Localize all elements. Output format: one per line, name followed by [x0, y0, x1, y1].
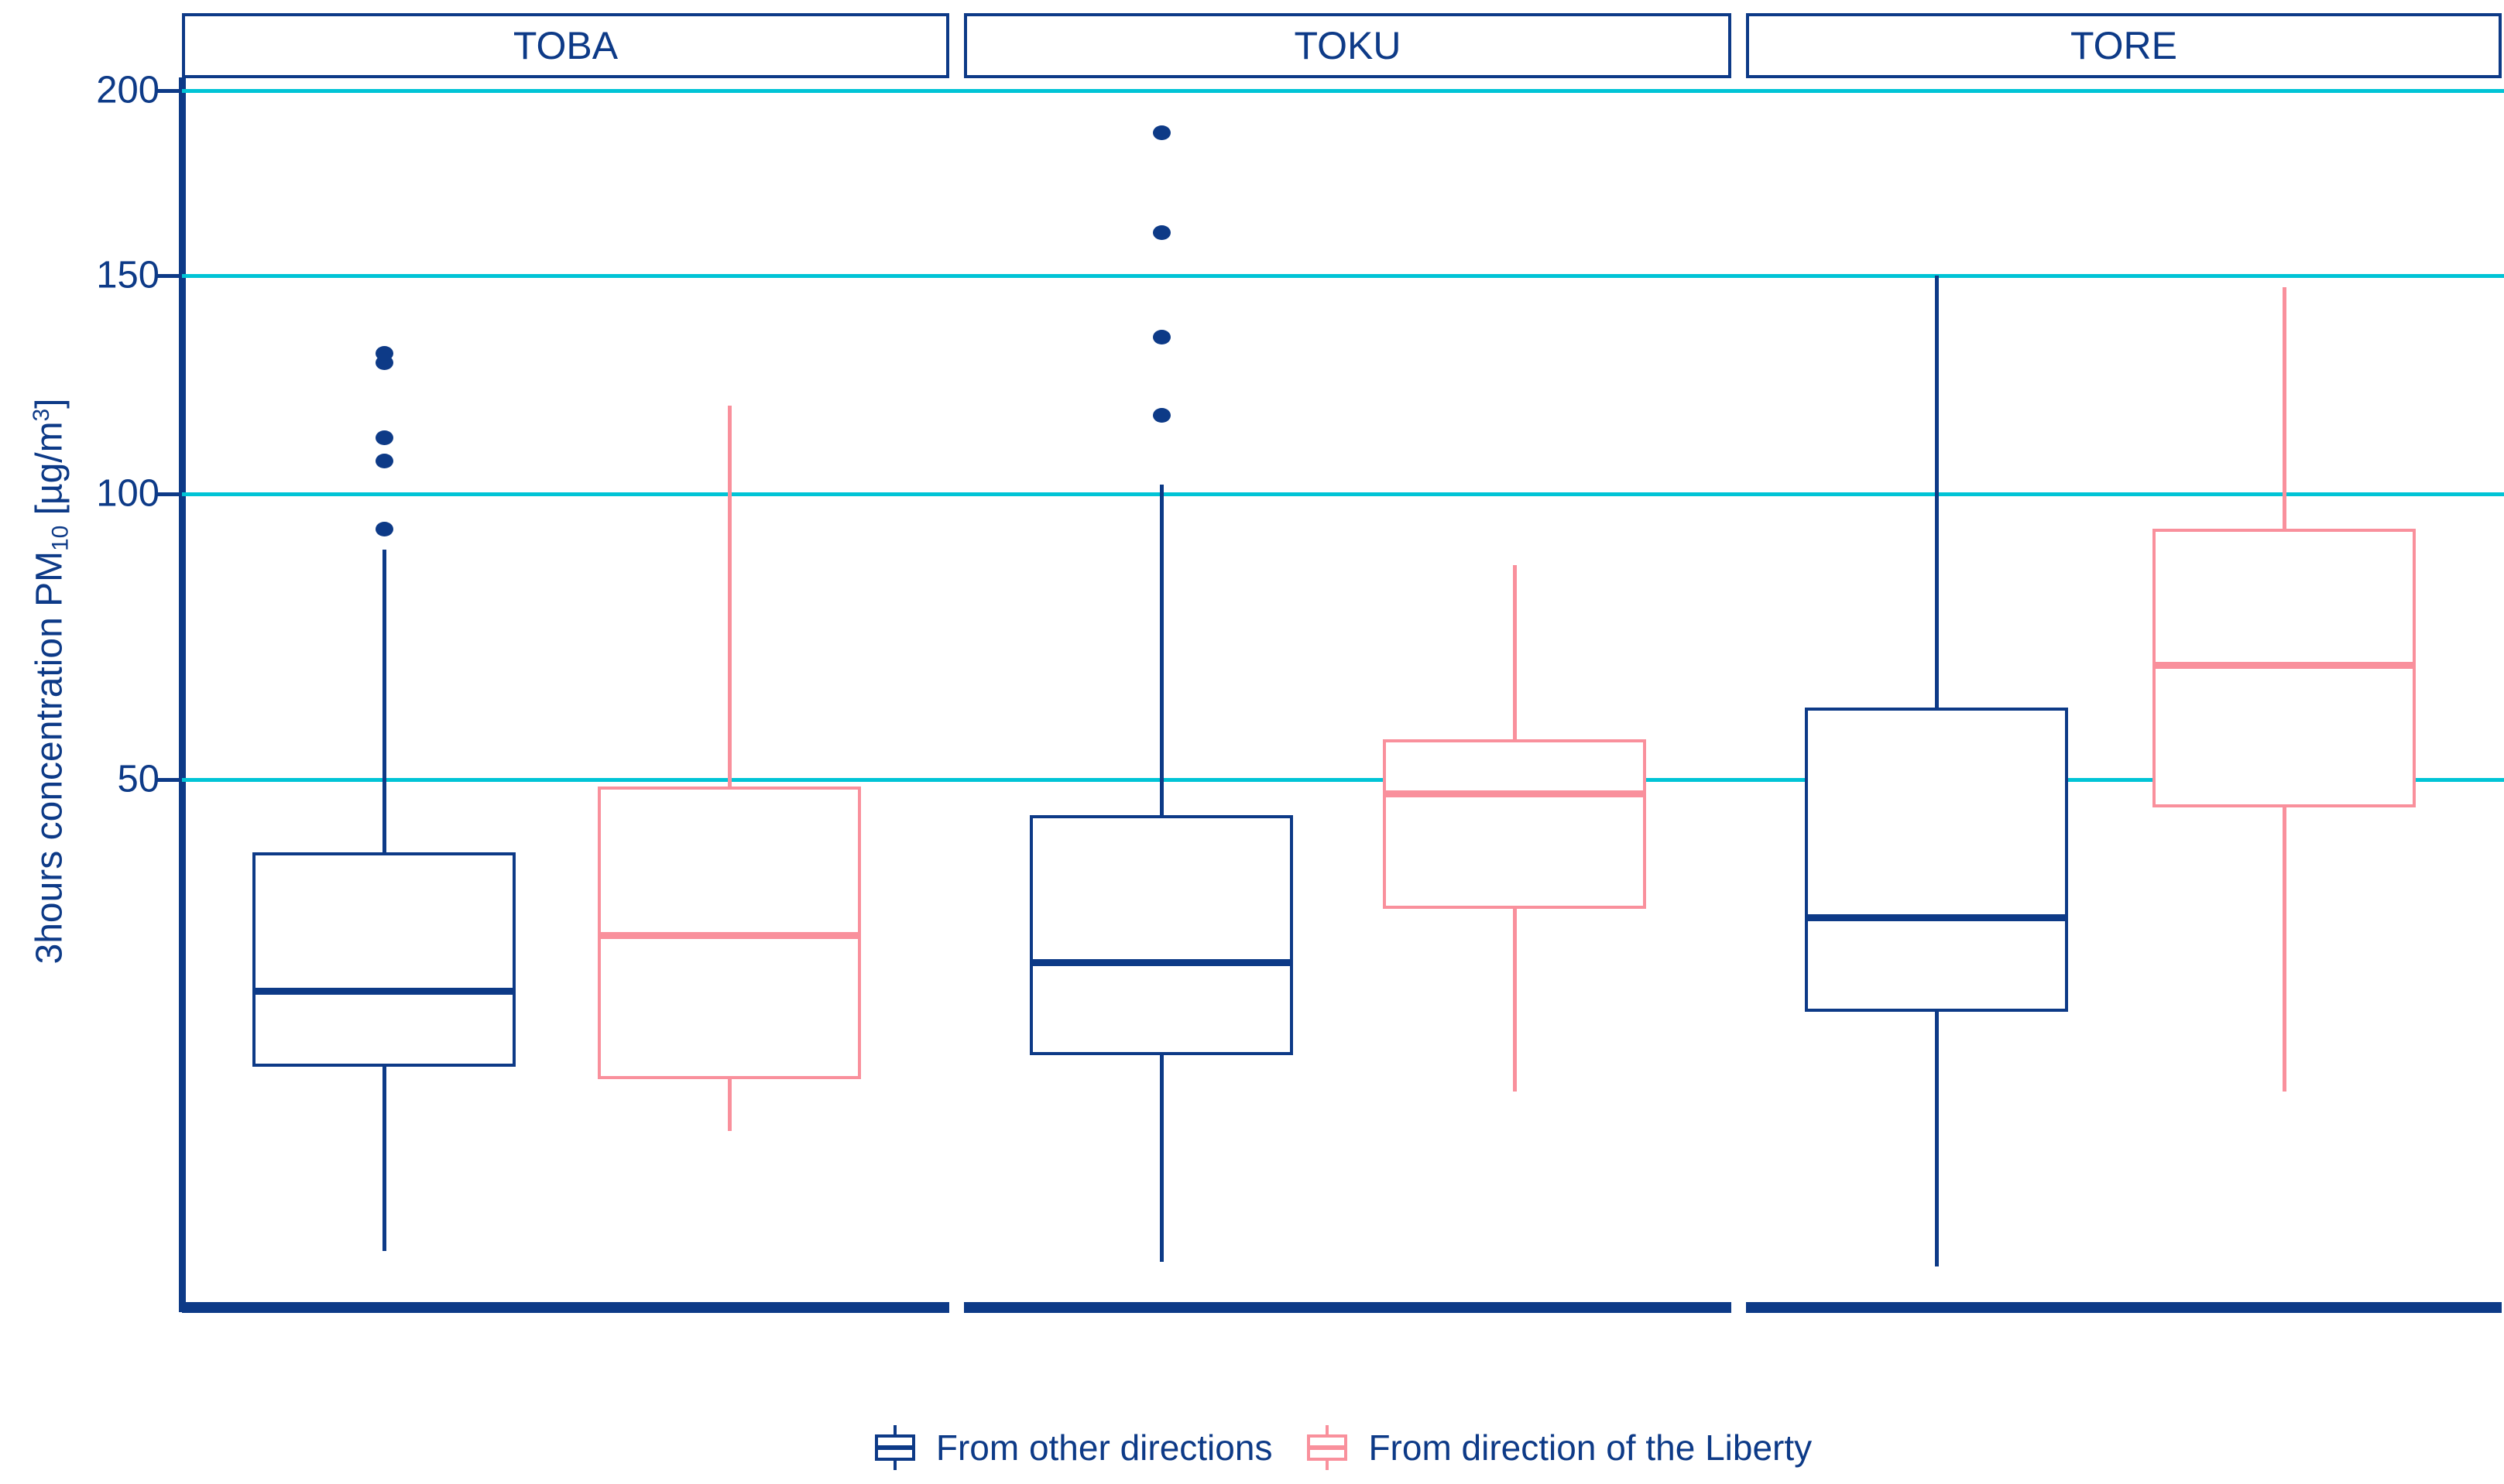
- panel-title: TOKU: [1294, 24, 1401, 67]
- key-whisker-bottom: [893, 1461, 897, 1470]
- panel-title: TOBA: [513, 24, 619, 67]
- y-tick-150: [156, 273, 179, 278]
- legend-item-direction-of-liberty: From direction of the Liberty: [1306, 1425, 1812, 1470]
- gridline-200: [182, 89, 2504, 94]
- whisker-lower-toku-from-other-directions: [1160, 1055, 1164, 1262]
- y-tick-label-100: 100: [96, 472, 160, 515]
- legend-label: From direction of the Liberty: [1368, 1427, 1813, 1468]
- x-axis-line: [964, 1302, 1731, 1313]
- outlier-dot-toku-from-other-directions: [1153, 125, 1171, 141]
- gridline-100: [182, 492, 2504, 497]
- outlier-dot-toba-from-other-directions: [376, 454, 393, 469]
- outlier-dot-toku-from-other-directions: [1153, 407, 1171, 423]
- median-toku-from-direction-of-the-liberty: [1383, 790, 1646, 798]
- panel-header-toba: TOBA: [182, 13, 949, 78]
- gridline-50: [182, 778, 2504, 783]
- gridline-150: [182, 273, 2504, 278]
- outlier-dot-toba-from-other-directions: [376, 522, 393, 537]
- whisker-lower-toba-from-direction-of-the-liberty: [728, 1078, 732, 1131]
- outlier-dot-toba-from-other-directions: [376, 346, 393, 362]
- whisker-upper-toba-from-other-directions: [382, 549, 386, 854]
- whisker-upper-toku-from-other-directions: [1160, 484, 1164, 817]
- y-axis-title-unit: [µg/m: [29, 421, 70, 526]
- key-whisker-top: [893, 1425, 897, 1434]
- outlier-dot-toku-from-other-directions: [1153, 329, 1171, 344]
- y-tick-label-150: 150: [96, 254, 160, 296]
- legend-label: From other directions: [935, 1427, 1273, 1468]
- box-toku-from-other-directions: [1030, 814, 1293, 1056]
- whisker-upper-tore-from-other-directions: [1935, 275, 1939, 709]
- whisker-upper-tore-from-direction-of-the-liberty: [2283, 287, 2286, 531]
- y-axis-title-subscript: 10: [47, 525, 74, 551]
- y-axis-title-text: 3hours concentration PM: [29, 550, 70, 965]
- y-axis-spine: [179, 77, 186, 1312]
- y-tick-label-200: 200: [96, 69, 160, 111]
- boxplot-key-icon: [874, 1425, 916, 1470]
- x-axis-line: [182, 1302, 949, 1313]
- whisker-lower-tore-from-other-directions: [1935, 1011, 1939, 1266]
- y-axis-title-unit-close: ]: [29, 398, 70, 409]
- box-toba-from-other-directions: [252, 852, 516, 1068]
- boxplot-key-icon: [1306, 1425, 1348, 1470]
- whisker-lower-toku-from-direction-of-the-liberty: [1513, 908, 1517, 1092]
- key-median: [1307, 1445, 1348, 1450]
- y-axis-title: 3hours concentration PM10 [µg/m3]: [28, 399, 74, 965]
- y-axis-title-superscript: 3: [28, 408, 54, 422]
- outlier-dot-toba-from-other-directions: [376, 430, 393, 446]
- outlier-dot-toku-from-other-directions: [1153, 225, 1171, 241]
- whisker-lower-toba-from-other-directions: [382, 1067, 386, 1251]
- panel-title: TORE: [2070, 24, 2177, 67]
- x-axis-line: [1746, 1302, 2502, 1313]
- key-median: [874, 1445, 915, 1450]
- key-whisker-bottom: [1326, 1461, 1329, 1470]
- box-toku-from-direction-of-the-liberty: [1383, 739, 1646, 909]
- key-whisker-top: [1326, 1425, 1329, 1434]
- y-tick-200: [156, 89, 179, 94]
- median-tore-from-direction-of-the-liberty: [2152, 662, 2416, 670]
- box-tore-from-other-directions: [1805, 708, 2068, 1012]
- whisker-upper-toku-from-direction-of-the-liberty: [1513, 564, 1517, 742]
- panel-header-toku: TOKU: [964, 13, 1731, 78]
- legend-item-other-directions: From other directions: [874, 1425, 1273, 1470]
- median-toba-from-other-directions: [252, 988, 516, 996]
- y-tick-50: [156, 778, 179, 783]
- legend: From other directions From direction of …: [182, 1417, 2504, 1479]
- y-tick-label-50: 50: [117, 758, 160, 800]
- median-toba-from-direction-of-the-liberty: [598, 931, 861, 939]
- whisker-upper-toba-from-direction-of-the-liberty: [728, 406, 732, 788]
- whisker-lower-tore-from-direction-of-the-liberty: [2283, 807, 2286, 1092]
- median-toku-from-other-directions: [1030, 959, 1293, 966]
- y-tick-100: [156, 492, 179, 497]
- panel-header-tore: TORE: [1746, 13, 2502, 78]
- median-tore-from-other-directions: [1805, 914, 2068, 922]
